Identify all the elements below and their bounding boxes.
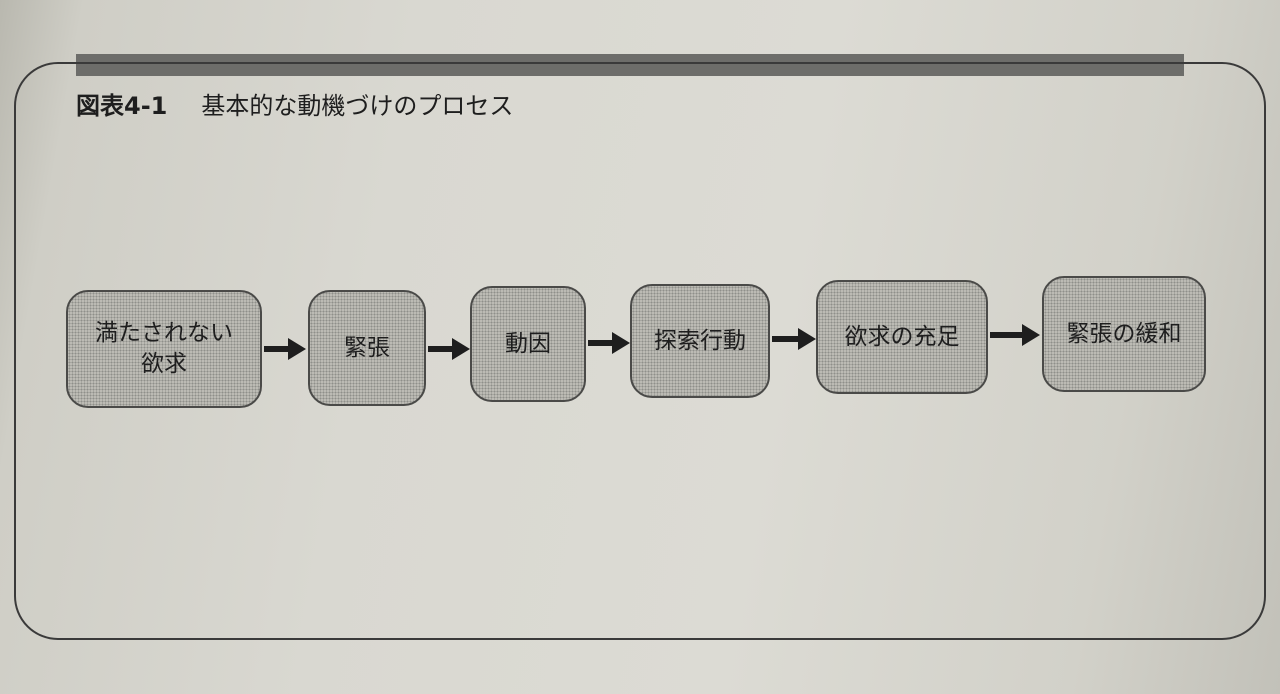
step-tension: 緊張	[308, 290, 426, 406]
arrow-icon	[428, 338, 470, 360]
step-unmet-need: 満たされない 欲求	[66, 290, 262, 408]
figure-caption: 基本的な動機づけのプロセス	[201, 92, 514, 120]
step-need-satisfaction: 欲求の充足	[816, 280, 988, 394]
figure-title: 図表4-1 基本的な動機づけのプロセス	[76, 86, 513, 121]
figure-number: 図表4-1	[76, 92, 168, 120]
arrow-icon	[588, 332, 630, 354]
step-drive: 動因	[470, 286, 586, 402]
step-search-behavior: 探索行動	[630, 284, 770, 398]
step-tension-relief: 緊張の緩和	[1042, 276, 1206, 392]
arrow-icon	[772, 328, 816, 350]
arrow-icon	[264, 338, 306, 360]
figure-header-bar	[76, 54, 1184, 76]
figure-frame	[14, 62, 1266, 640]
arrow-icon	[990, 324, 1040, 346]
